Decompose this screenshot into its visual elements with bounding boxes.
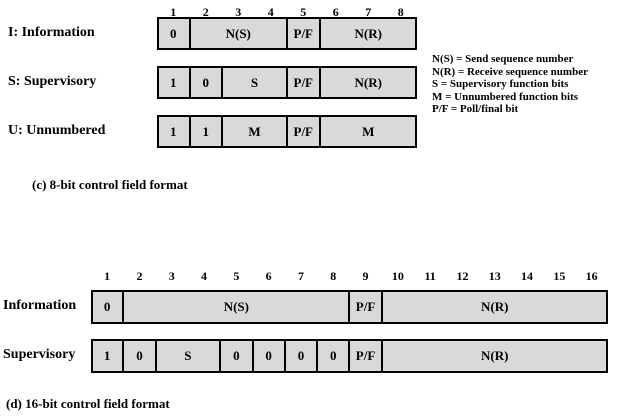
- field-divider: [283, 341, 286, 371]
- field-divider: [219, 341, 222, 371]
- field-cell: 1: [103, 348, 111, 363]
- field-cell: 0: [297, 348, 305, 363]
- legend-item: P/F = Poll/final bit: [432, 103, 519, 115]
- bit-number: 6: [265, 269, 272, 283]
- bit-number: 1: [104, 269, 111, 283]
- field-cell: 0: [170, 25, 177, 41]
- row-label: Supervisory: [3, 347, 76, 362]
- field-cell: 0: [202, 74, 210, 90]
- field-cell: 0: [329, 348, 337, 363]
- bit-number: 1: [170, 5, 177, 19]
- field-cell: 1: [202, 123, 210, 139]
- field-cell: P/F: [293, 74, 314, 90]
- field-cell: N(R): [354, 25, 382, 41]
- field-cell: 0: [103, 299, 111, 314]
- field-divider: [318, 117, 321, 146]
- row-label: I: Information: [8, 24, 95, 40]
- bit-number: 6: [332, 5, 339, 19]
- field-divider: [188, 68, 191, 97]
- row-label: U: Unnumbered: [8, 122, 106, 138]
- field-divider: [221, 68, 223, 97]
- field-cell: P/F: [355, 348, 376, 363]
- field-cell: N(R): [481, 299, 509, 314]
- bit-number: 9: [362, 269, 369, 283]
- field-cell: S: [184, 348, 192, 363]
- row-label: S: Supervisory: [8, 73, 97, 89]
- field-cell: M: [362, 123, 375, 139]
- field-cell: M: [248, 123, 261, 139]
- bit-number: 3: [168, 269, 175, 283]
- field-cell: N(R): [354, 74, 382, 90]
- legend-item: N(R) = Receive sequence number: [432, 65, 588, 78]
- field-cell: N(R): [481, 348, 509, 363]
- field-cell: N(S): [225, 25, 251, 41]
- bit-number: 4: [267, 5, 274, 19]
- row-label: Information: [3, 298, 77, 313]
- field-cell: P/F: [293, 123, 314, 139]
- bit-number: 14: [521, 269, 534, 283]
- field-divider: [318, 68, 321, 97]
- field-divider: [122, 292, 125, 322]
- bit-number: 11: [424, 269, 436, 283]
- field-cell: S: [250, 74, 259, 90]
- field-cell: P/F: [355, 299, 376, 314]
- field-box: 1 0 S 0 0 0 0 P/F N(R): [91, 339, 608, 373]
- field-divider: [154, 341, 157, 371]
- bit-number: 12: [456, 269, 469, 283]
- field-divider: [286, 117, 288, 146]
- bit-number: 15: [553, 269, 566, 283]
- field-cell: 0: [265, 348, 272, 363]
- legend-item: N(S) = Send sequence number: [432, 53, 574, 65]
- field-box: 1 0 S P/F N(R): [157, 66, 417, 99]
- field-divider: [348, 292, 351, 322]
- bit-number: 8: [397, 5, 404, 19]
- field-box: 0 N(S) P/F N(R): [91, 290, 608, 324]
- bit-number: 7: [297, 269, 304, 283]
- field-cell: 0: [233, 348, 240, 363]
- legend-item: M = Unnumbered function bits: [432, 90, 579, 103]
- field-divider: [380, 341, 383, 371]
- field-divider: [188, 117, 191, 146]
- bit-number: 7: [365, 5, 372, 19]
- field-divider: [318, 19, 321, 48]
- field-cell: 1: [170, 74, 177, 90]
- bit-number: 8: [330, 269, 337, 283]
- bit-number: 10: [391, 269, 404, 283]
- field-divider: [380, 292, 383, 322]
- bit-number: 2: [202, 5, 209, 19]
- field-divider: [348, 341, 351, 371]
- field-divider: [286, 68, 288, 97]
- field-divider: [221, 117, 223, 146]
- caption-16bit: (d) 16-bit control field format: [6, 396, 170, 411]
- bit-number: 16: [585, 269, 598, 283]
- bit-number: 2: [136, 269, 143, 283]
- bit-number: 5: [233, 269, 240, 283]
- field-divider: [188, 19, 191, 48]
- field-divider: [316, 341, 319, 371]
- field-cell: 1: [170, 123, 177, 139]
- bit-number: 4: [201, 269, 208, 283]
- field-divider: [251, 341, 254, 371]
- field-cell: P/F: [293, 25, 314, 41]
- caption-8bit: (c) 8-bit control field format: [32, 177, 188, 192]
- field-divider: [286, 19, 288, 48]
- legend-item: S = Supervisory function bits: [432, 78, 569, 90]
- field-cell: N(S): [223, 299, 249, 314]
- field-box: 0 N(S) P/F N(R): [157, 17, 417, 50]
- bit-number: 5: [300, 5, 307, 19]
- field-legend: N(S) = Send sequence number N(R) = Recei…: [432, 53, 588, 116]
- bit-number: 3: [235, 5, 242, 19]
- field-cell: 0: [136, 348, 143, 363]
- field-box: 1 1 M P/F M: [157, 115, 417, 148]
- bit-number: 13: [488, 269, 501, 283]
- field-divider: [122, 341, 125, 371]
